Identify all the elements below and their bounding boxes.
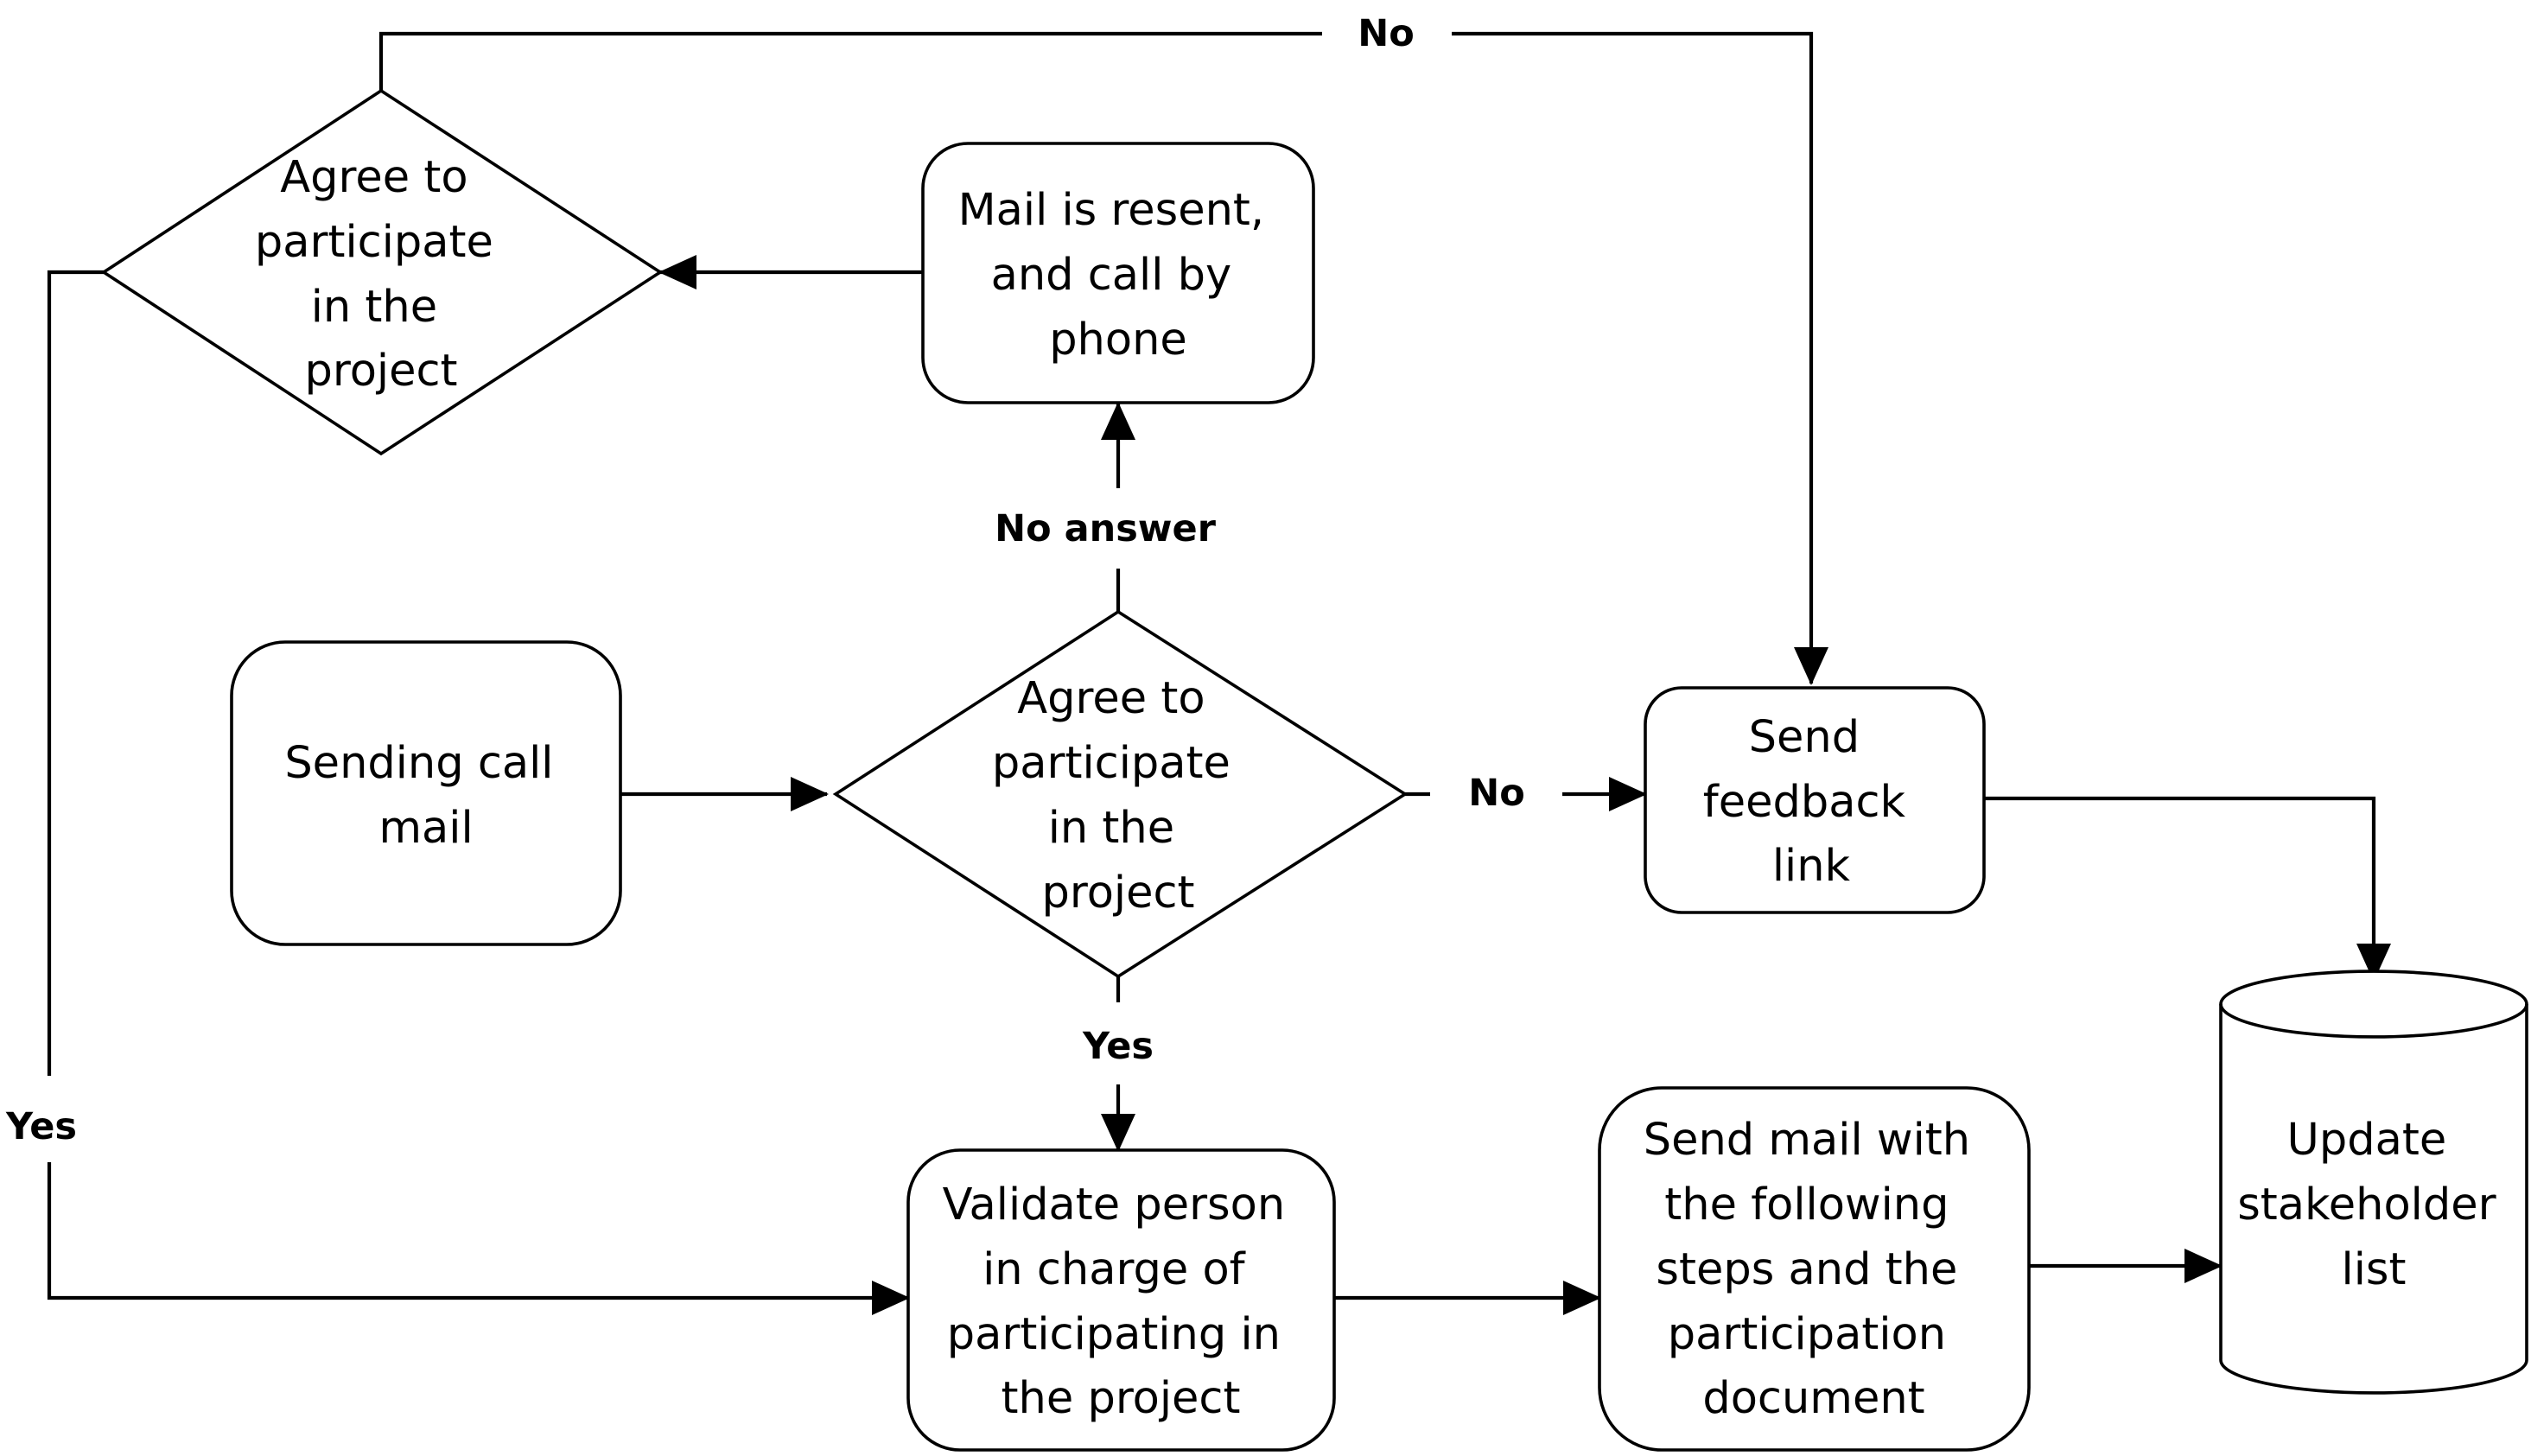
edge-label-left-yes: Yes <box>5 1105 77 1148</box>
svg-text:Update stakeholder: Update stakeholder list <box>2237 1115 2510 1295</box>
svg-text:Send mail with the follo: Send mail with the following steps and t… <box>1644 1115 1985 1424</box>
edge-label-center-no: No <box>1468 772 1525 815</box>
svg-text:Mail is resent, and call: Mail is resent, and call by phone <box>958 185 1279 366</box>
process-send-feedback-link: Send feedback link <box>1644 686 1986 914</box>
node-line: steps and the <box>1656 1244 1957 1295</box>
node-line: stakeholder <box>2237 1179 2496 1230</box>
node-line: mail <box>378 803 473 854</box>
node-line: the following <box>1664 1179 1949 1230</box>
decision-agree-to-participate-top-left: Agree to participate in the project <box>100 88 664 456</box>
svg-text:Send feedback link: Send feedback link <box>1703 712 1920 892</box>
edge-label-center-yes: Yes <box>1082 1025 1154 1068</box>
node-line: the project <box>1002 1373 1241 1424</box>
node-line: project <box>304 346 457 397</box>
connector-top-no-down <box>1452 31 1828 685</box>
node-line: list <box>2342 1244 2407 1295</box>
process-send-mail-steps: Send mail with the following steps and t… <box>1598 1086 2031 1452</box>
node-line: Validate person <box>943 1179 1286 1230</box>
connector-top-no <box>378 31 1322 91</box>
svg-text:Agree to participate: Agree to participate in the project <box>992 673 1244 919</box>
connector-left-yes-down <box>47 1162 910 1315</box>
node-line: document <box>1702 1373 1924 1424</box>
node-line: Sending call <box>284 738 553 789</box>
node-line: phone <box>1049 315 1187 366</box>
node-line: Mail is resent, <box>958 185 1264 236</box>
datastore-update-stakeholder-list: Update stakeholder list <box>2219 970 2528 1395</box>
decision-agree-to-participate-center: Agree to participate in the project <box>832 609 1409 979</box>
node-line: feedback <box>1703 777 1906 828</box>
node-line: Update <box>2287 1115 2447 1166</box>
process-validate-person: Validate person in charge of participati… <box>906 1148 1336 1452</box>
svg-text:Validate person in charg: Validate person in charge of participati… <box>943 1179 1300 1424</box>
node-line: participate <box>992 738 1231 789</box>
node-line: link <box>1772 841 1851 892</box>
node-line: and call by <box>991 250 1232 301</box>
node-line: in charge of <box>983 1244 1246 1295</box>
node-line: Send mail with <box>1644 1115 1970 1166</box>
node-line: project <box>1041 868 1194 919</box>
svg-text:Agree to participate: Agree to participate in the project <box>255 152 507 397</box>
edge-label-top-no: No <box>1358 12 1415 55</box>
connector-feedback-to-update <box>1984 796 2391 982</box>
node-line: Send <box>1749 712 1860 763</box>
process-sending-call-mail: Sending call mail <box>230 640 622 946</box>
node-line: in the <box>1048 803 1174 854</box>
node-line: in the <box>311 282 437 333</box>
node-line: Agree to <box>280 152 467 203</box>
svg-text:Sending call mail: Sending call mail <box>284 738 567 854</box>
node-line: participate <box>255 217 493 268</box>
connector-left-yes-up <box>47 270 104 1076</box>
process-mail-resent: Mail is resent, and call by phone <box>921 142 1315 404</box>
edge-label-no-answer: No answer <box>995 507 1217 550</box>
node-line: participating in <box>947 1309 1281 1360</box>
node-line: Agree to <box>1017 673 1205 724</box>
node-line: participation <box>1668 1309 1946 1360</box>
